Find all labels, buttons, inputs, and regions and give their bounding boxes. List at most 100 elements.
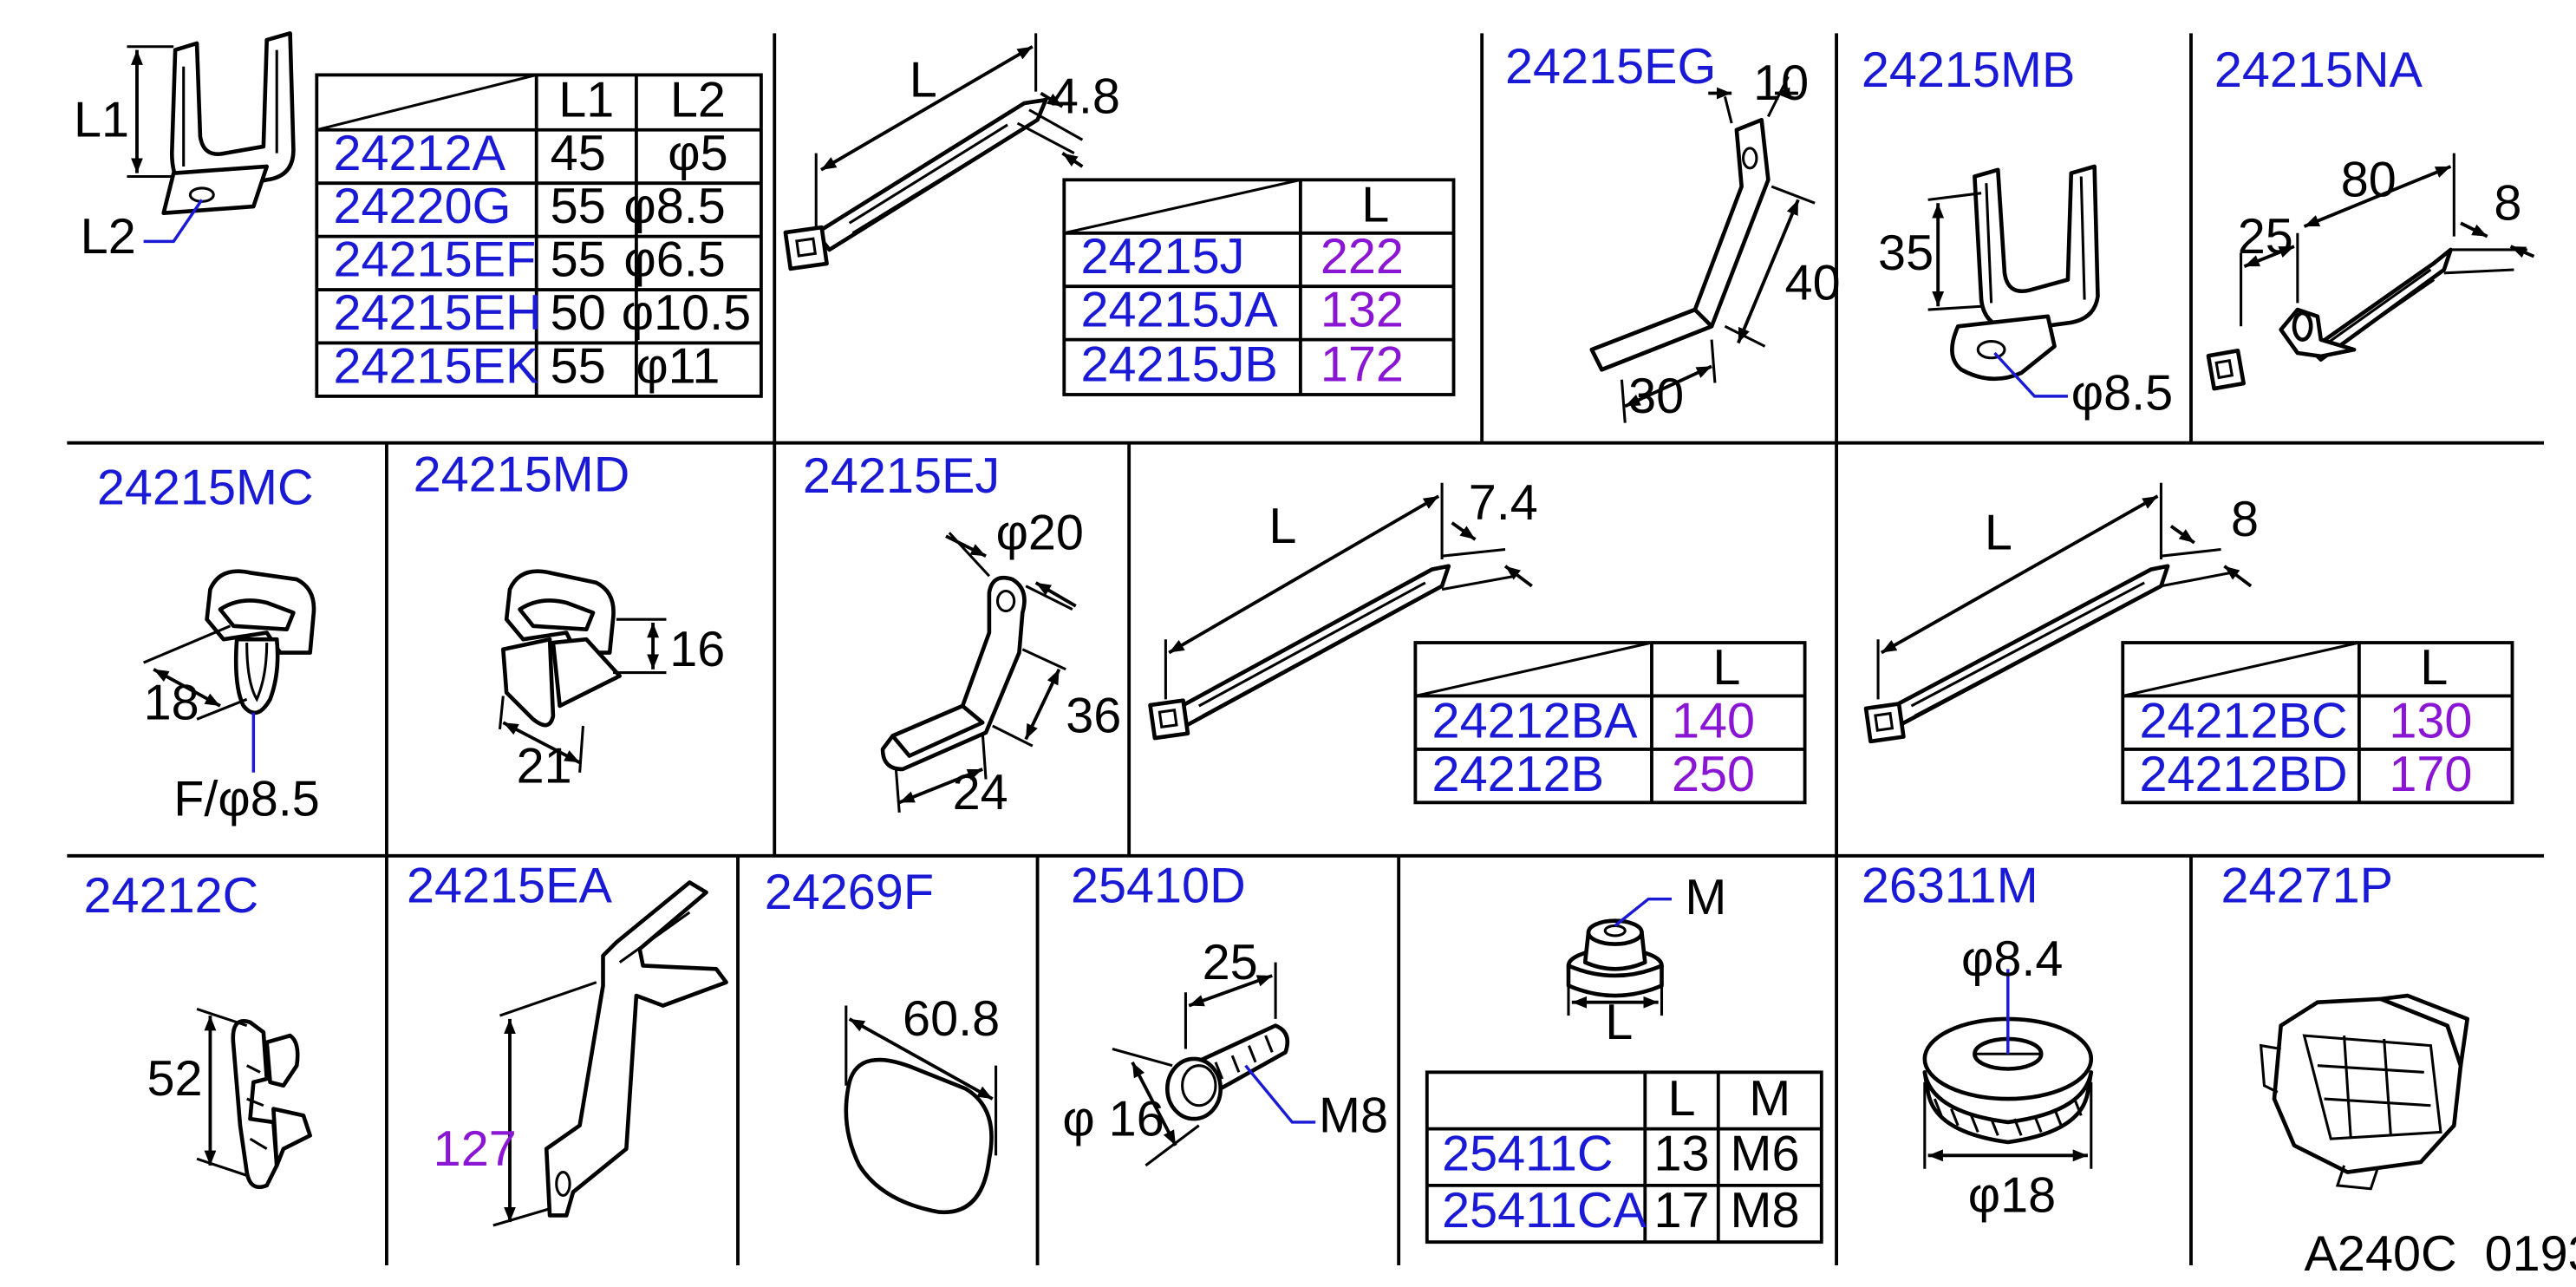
part-number: 26311M bbox=[1862, 859, 2038, 914]
table-cell: 50 bbox=[551, 285, 606, 341]
dim-height-label: 127 bbox=[434, 1121, 517, 1177]
table-header-l1: L1 bbox=[558, 72, 614, 127]
table-cell: M8 bbox=[1731, 1183, 1800, 1238]
table-cell: 45 bbox=[551, 126, 606, 181]
part-number: 25410D bbox=[1071, 859, 1246, 914]
dim-a-label: 25 bbox=[2238, 209, 2293, 265]
dim-c-label: 8 bbox=[2494, 175, 2521, 231]
part-number: 24215J bbox=[1080, 229, 1244, 284]
table-cell: φ5 bbox=[668, 126, 727, 181]
part-number: 24212C bbox=[84, 868, 259, 924]
spec-table-l: L 24212BA 140 24212B 250 bbox=[1413, 640, 1807, 805]
table-cell: M6 bbox=[1731, 1127, 1800, 1182]
part-number: 24271P bbox=[2221, 859, 2394, 914]
part-number: 24215EH bbox=[333, 285, 541, 341]
long-cable-tie-drawing bbox=[1148, 564, 1451, 741]
dim-diameter-label: φ 16 bbox=[1062, 1091, 1164, 1147]
dim-hole-label: φ8.5 bbox=[2071, 365, 2173, 421]
dim-outer-diameter-label: φ18 bbox=[1968, 1168, 2056, 1224]
part-number: 24212BC bbox=[2139, 693, 2347, 748]
table-cell: 13 bbox=[1654, 1127, 1710, 1182]
table-cell: 55 bbox=[551, 232, 606, 288]
dim-thread-label: M8 bbox=[1319, 1088, 1388, 1143]
part-number: 24215MD bbox=[414, 447, 630, 502]
cell-24215mb: 24215MB 35 φ8.5 bbox=[1862, 42, 2173, 421]
part-number: 24212BD bbox=[2139, 747, 2347, 802]
angle-bracket-drawing bbox=[880, 575, 1027, 772]
edge-clip-drawing bbox=[501, 569, 623, 728]
part-number: 24215EG bbox=[1505, 39, 1716, 95]
cell-24215ea: 24215EA 127 bbox=[407, 859, 728, 1227]
part-number: 24212B bbox=[1432, 747, 1605, 802]
cell-24215md: 24215MD 16 21 bbox=[414, 447, 726, 794]
table-cell: 222 bbox=[1321, 229, 1404, 284]
table-cell: φ11 bbox=[636, 339, 720, 395]
fir-tree-clip-drawing bbox=[231, 1019, 312, 1190]
dim-height-label: 52 bbox=[147, 1051, 202, 1107]
drawing-code: A240C 0193 bbox=[2305, 1226, 2576, 1282]
part-number: 25411CA bbox=[1442, 1183, 1647, 1238]
part-number: 24215MC bbox=[97, 461, 314, 516]
cell-26311m: 26311M φ8.4 φ18 bbox=[1862, 859, 2094, 1224]
dim-hole-label: F/φ8.5 bbox=[173, 772, 320, 827]
dim-side-label: 36 bbox=[1066, 689, 1121, 744]
dim-side-label: 40 bbox=[1785, 256, 1841, 311]
part-number: 24215EK bbox=[333, 339, 538, 395]
table-cell: φ10.5 bbox=[622, 285, 751, 341]
spec-table-l1-l2: L1 L2 24212A 45 φ5 24220G 55 φ8.5 24215E… bbox=[315, 72, 763, 398]
dim-bottom-label: 30 bbox=[1628, 369, 1684, 424]
bolt-drawing bbox=[1165, 1023, 1290, 1121]
u-clip-bracket-drawing bbox=[1950, 164, 2100, 382]
part-number: 24215EF bbox=[333, 232, 536, 288]
part-number: 24215MB bbox=[1862, 42, 2075, 98]
formed-strap-drawing bbox=[544, 880, 728, 1218]
table-header-l: L bbox=[1361, 177, 1389, 232]
part-number: 24212A bbox=[333, 126, 505, 181]
cell-nut-25411: M L L M 25411C 13 M6 25411CA 17 M8 bbox=[1425, 870, 1823, 1245]
dim-width-label: 18 bbox=[144, 675, 199, 730]
dim-width-label: 8 bbox=[2231, 492, 2259, 547]
part-number: 24215JB bbox=[1080, 337, 1277, 393]
cable-tie-drawing bbox=[783, 97, 1048, 271]
table-cell: 17 bbox=[1654, 1183, 1710, 1238]
part-number: 24215JA bbox=[1080, 282, 1278, 337]
grid-lines bbox=[67, 33, 2544, 1266]
push-clip-drawing bbox=[205, 569, 316, 715]
dim-width-label: 4.8 bbox=[1051, 69, 1120, 125]
dim-l-label: L bbox=[1985, 506, 2012, 561]
flange-nut-drawing bbox=[1566, 918, 1664, 998]
dim-height-label: 35 bbox=[1878, 225, 1934, 281]
tie-with-mount-drawing bbox=[2206, 247, 2453, 391]
bent-bracket-drawing bbox=[1589, 117, 1771, 372]
table-header-l: L bbox=[1668, 1071, 1696, 1127]
cell-24212c: 24212C 52 bbox=[84, 868, 312, 1190]
cell-25410d: 25410D 25 φ 16 M8 bbox=[1062, 859, 1388, 1167]
table-cell: 55 bbox=[551, 339, 606, 395]
dim-height-label: 16 bbox=[669, 622, 725, 677]
cell-24269f: 24269F 60.8 bbox=[765, 865, 1000, 1215]
table-cell: 140 bbox=[1672, 693, 1755, 748]
spec-table-l-m: L M 25411C 13 M6 25411CA 17 M8 bbox=[1425, 1070, 1823, 1245]
table-header-l2: L2 bbox=[670, 72, 726, 127]
part-number: 25411C bbox=[1442, 1127, 1613, 1182]
table-cell: 55 bbox=[551, 179, 606, 234]
dim-width-label: 60.8 bbox=[903, 991, 1000, 1047]
dim-inner-diameter-label: φ8.4 bbox=[1961, 931, 2063, 987]
table-header-l: L bbox=[2420, 640, 2448, 696]
table-header-m: M bbox=[1749, 1071, 1790, 1127]
dim-width-label: 7.4 bbox=[1469, 475, 1538, 531]
u-clip-drawing bbox=[161, 31, 296, 216]
part-number: 24215EA bbox=[407, 859, 613, 914]
cell-24215mc: 24215MC 18 F/φ8.5 bbox=[97, 461, 320, 827]
part-number: 24269F bbox=[765, 865, 934, 920]
dim-l2-label: L2 bbox=[81, 209, 136, 265]
cell-cable-tie-bc: L 8 L 24212BC 130 24212BD 170 bbox=[1863, 482, 2514, 805]
cell-cable-tie-ba: L 7.4 L 24212BA 140 24212B 250 bbox=[1148, 475, 1807, 805]
dim-top-label: 10 bbox=[1753, 56, 1809, 111]
oval-plug-drawing bbox=[844, 1057, 994, 1215]
dim-l-label: L bbox=[910, 52, 937, 108]
dim-width-label: 21 bbox=[517, 738, 572, 794]
table-cell: 130 bbox=[2389, 693, 2472, 748]
